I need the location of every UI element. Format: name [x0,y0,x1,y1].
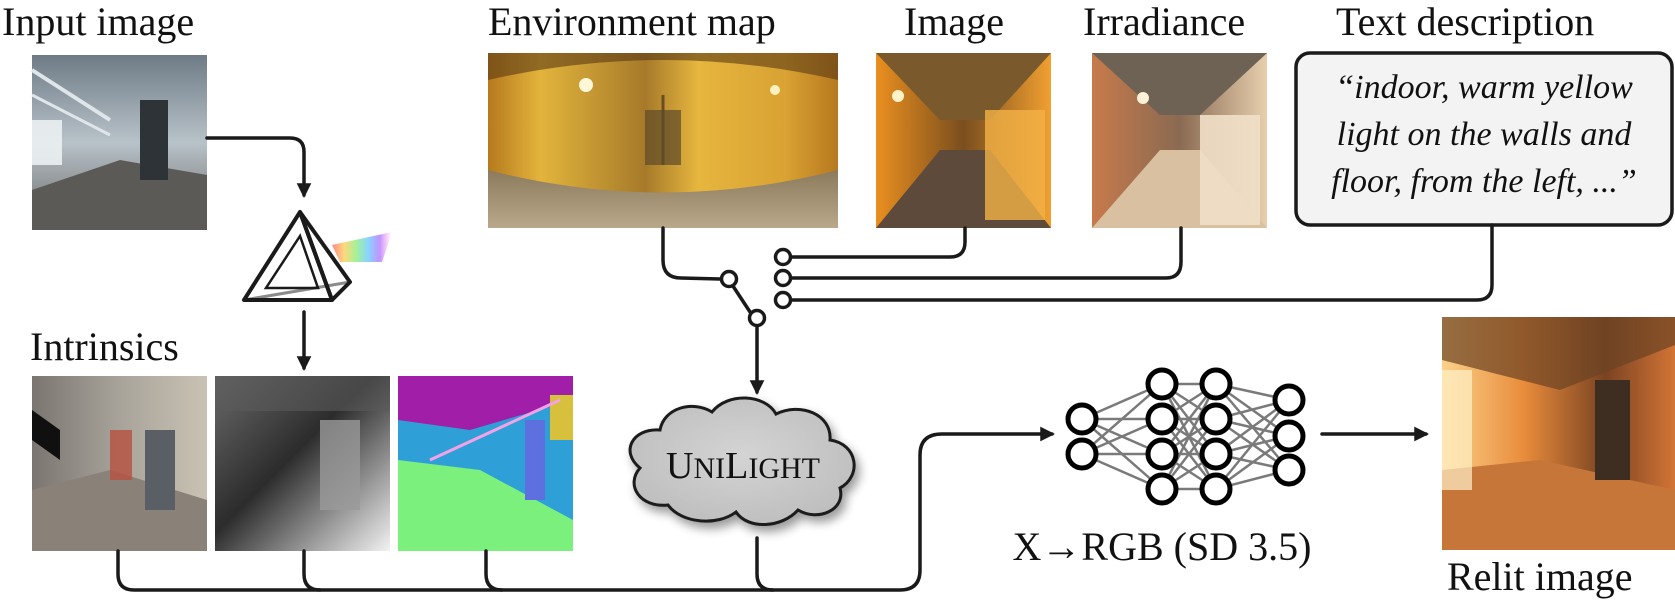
relit-image-label: Relit image [1447,554,1633,599]
input-image-thumbnail [30,55,207,230]
network-node [1199,402,1233,436]
input-image-label: Input image [2,0,194,44]
environment-map-thumbnail [488,53,838,228]
text-description-line-1: “indoor, warm yellow [1335,69,1633,106]
network-edge [1215,399,1290,490]
network-node [1145,437,1179,471]
network-edge [1160,383,1218,490]
text-description-line-3: floor, from the left, ...” [1331,163,1637,200]
network-node [1145,367,1179,401]
network-node [1272,383,1306,417]
network-caption: X→RGB (SD 3.5) [1013,524,1312,569]
text-description-label: Text description [1336,0,1594,44]
prism-icon [242,210,392,302]
network-node [1272,453,1306,487]
intrinsics-albedo-thumbnail [32,376,207,551]
irradiance-label: Irradiance [1083,0,1245,44]
network-node [1145,402,1179,436]
image-label: Image [904,0,1004,44]
network-edge [1081,383,1163,455]
relit-image-thumbnail [1442,317,1675,550]
network-node [1199,437,1233,471]
irradiance-thumbnail [1092,53,1267,228]
selector-switch-icon [719,247,793,328]
unilight-label: UNILIGHT [666,445,820,487]
cloud-icon [628,396,856,526]
intrinsics-label: Intrinsics [30,324,179,369]
network-node [1065,402,1099,436]
network-node [1199,367,1233,401]
network-node [1065,437,1099,471]
intrinsics-depth-thumbnail [215,376,390,551]
network-node [1199,472,1233,506]
image-thumbnail [876,53,1051,228]
connector-lines [116,136,1494,592]
neural-network-icon [1065,367,1306,506]
text-description-line-2: light on the walls and [1337,116,1633,153]
text-description-box: “indoor, warm yellow light on the walls … [1294,51,1674,227]
network-node [1145,472,1179,506]
network-node [1272,419,1306,453]
intrinsics-normals-thumbnail [398,376,573,551]
environment-map-label: Environment map [488,0,776,44]
